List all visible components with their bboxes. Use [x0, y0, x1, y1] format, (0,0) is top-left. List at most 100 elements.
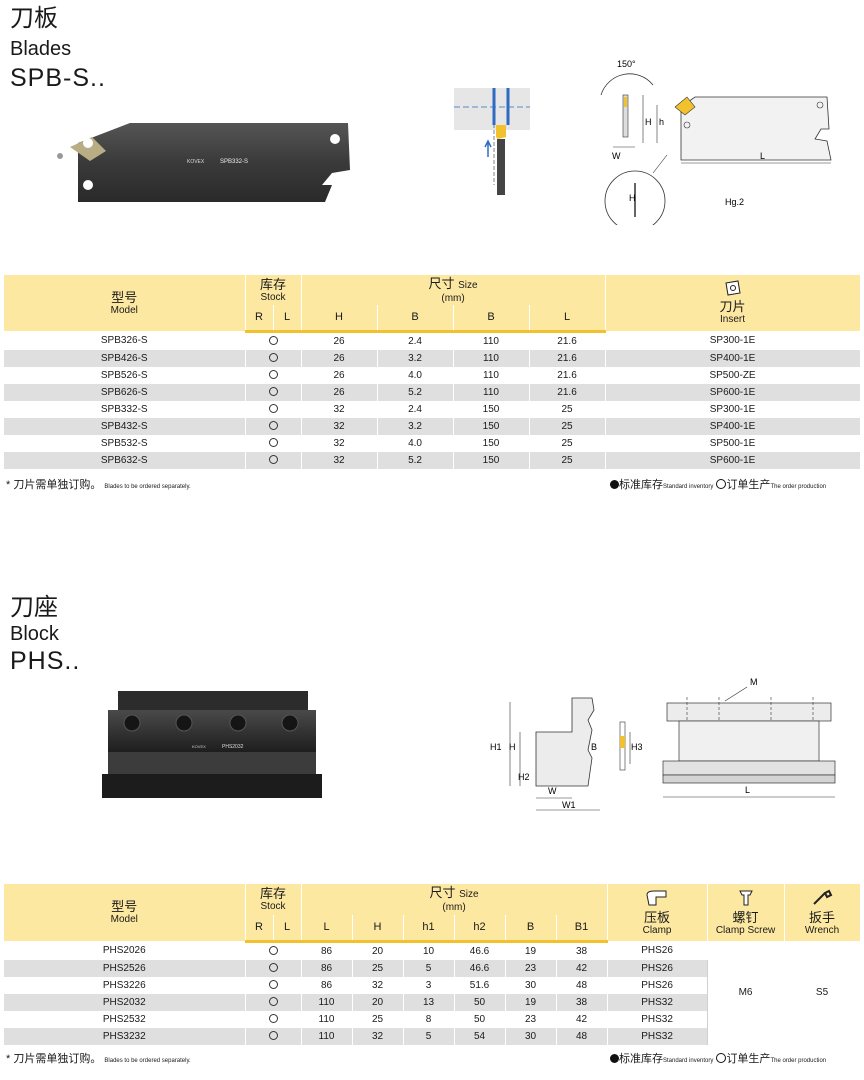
block-col-screw: 螺钉 Clamp Screw — [707, 884, 785, 941]
size-cell-1: 110 — [301, 1027, 353, 1045]
clamp-cell: PHS32 — [607, 1027, 708, 1045]
size-cell-5: 30 — [505, 976, 557, 994]
model-cell: SPB326-S — [4, 331, 246, 350]
model-cell: PHS3232 — [4, 1027, 246, 1045]
h-cell: 32 — [301, 451, 378, 469]
wrench-cell: S5 — [783, 941, 861, 1045]
size-cell-6: 38 — [556, 941, 608, 960]
l-cell: 21.6 — [529, 331, 606, 350]
b-cell: 150 — [453, 451, 530, 469]
stock-cell — [245, 383, 302, 401]
size-cell-4: 46.6 — [454, 941, 506, 960]
block-title-cn: 刀座 — [10, 594, 58, 621]
blade-section-diagram — [454, 88, 530, 195]
size-cell-4: 50 — [454, 993, 506, 1011]
size-cell-4: 50 — [454, 1010, 506, 1028]
insert-cell: SP300-1E — [605, 400, 861, 418]
l-cell: 21.6 — [529, 349, 606, 367]
l-cell: 21.6 — [529, 366, 606, 384]
blades-col-l: L — [273, 305, 302, 333]
block-col-b1: B1 — [556, 915, 608, 943]
l-cell: 25 — [529, 434, 606, 452]
w-label: W — [612, 151, 621, 161]
blades-model-code: SPB-S.. — [10, 64, 106, 92]
stock-circle-icon — [268, 370, 278, 380]
block-side-diagram: H1 H H2 B W W1 H3 — [490, 697, 643, 811]
h-cell: 32 — [301, 417, 378, 435]
h-cell: 26 — [301, 331, 378, 350]
blades-table: 型号 Model 库存 Stock 尺寸 Size (mm) 刀片 Insert… — [4, 275, 861, 469]
h2-label: h — [659, 117, 664, 127]
stock-circle-icon — [268, 455, 278, 465]
stock-circle-icon — [268, 404, 278, 414]
size-cell-3: 13 — [403, 993, 455, 1011]
order-dot-icon — [716, 479, 727, 489]
h1-label: H1 — [490, 742, 502, 752]
size-cell-3: 8 — [403, 1010, 455, 1028]
model-cell: PHS3226 — [4, 976, 246, 994]
blade-brand: KOVEX — [187, 159, 205, 165]
stock-cell — [245, 451, 302, 469]
block-col-size: 尺寸 Size (mm) — [301, 884, 608, 916]
clamp-cell: PHS26 — [607, 941, 708, 960]
model-cell: SPB426-S — [4, 349, 246, 367]
h-label-block: H — [509, 742, 516, 752]
block-col-b: B — [505, 915, 557, 943]
size-cell-2: 25 — [352, 959, 404, 977]
insert-cell: SP500-ZE — [605, 366, 861, 384]
stock-circle-icon — [268, 336, 278, 346]
b-cell: 4.0 — [377, 366, 454, 384]
stock-circle-icon — [268, 387, 278, 397]
insert-cell: SP600-1E — [605, 451, 861, 469]
stock-circle-icon — [268, 421, 278, 431]
blades-col-r: R — [245, 305, 274, 333]
b-label: B — [591, 742, 597, 752]
blade-label: SPB332-S — [220, 159, 248, 165]
h3-label: H3 — [631, 742, 643, 752]
stock-cell — [245, 959, 302, 977]
stock-cell — [245, 417, 302, 435]
l-cell: 21.6 — [529, 383, 606, 401]
size-cell-2: 32 — [352, 1027, 404, 1045]
stock-circle-icon — [268, 963, 278, 973]
size-cell-3: 10 — [403, 941, 455, 960]
blades-col-b2: B — [453, 305, 530, 333]
size-cell-5: 23 — [505, 1010, 557, 1028]
block-photo: KOVEX PHS2032 — [102, 691, 322, 798]
stock-cell — [245, 993, 302, 1011]
clamp-cell: PHS26 — [607, 976, 708, 994]
size-cell-6: 42 — [556, 959, 608, 977]
block-front-diagram: M L — [662, 677, 836, 798]
size-cell-3: 5 — [403, 959, 455, 977]
screw-cell: M6 — [706, 941, 785, 1045]
clamp-icon — [646, 890, 667, 905]
size-cell-1: 86 — [301, 959, 353, 977]
stock-cell — [245, 1027, 302, 1045]
b-cell: 4.0 — [377, 434, 454, 452]
blades-col-model: 型号 Model — [4, 275, 246, 331]
block-col-h: H — [352, 915, 404, 943]
b-cell: 110 — [453, 331, 530, 350]
size-cell-1: 110 — [301, 993, 353, 1011]
blades-col-len: L — [529, 305, 606, 333]
insert-icon — [724, 280, 741, 296]
stock-circle-icon — [268, 1031, 278, 1041]
blades-col-insert: 刀片 Insert — [605, 275, 861, 331]
blade-photo: KOVEX SPB332-S — [57, 123, 350, 202]
size-cell-2: 25 — [352, 1010, 404, 1028]
stock-cell — [245, 331, 302, 350]
b-cell: 2.4 — [377, 400, 454, 418]
size-cell-5: 23 — [505, 959, 557, 977]
insert-cell: SP300-1E — [605, 331, 861, 350]
l-cell: 25 — [529, 451, 606, 469]
h-label: H — [645, 117, 652, 127]
stock-cell — [245, 400, 302, 418]
blade-dimension-diagram: 150° W H h L H Hg.2 — [600, 59, 832, 225]
model-cell: PHS2532 — [4, 1010, 246, 1028]
block-col-model: 型号 Model — [4, 884, 246, 941]
